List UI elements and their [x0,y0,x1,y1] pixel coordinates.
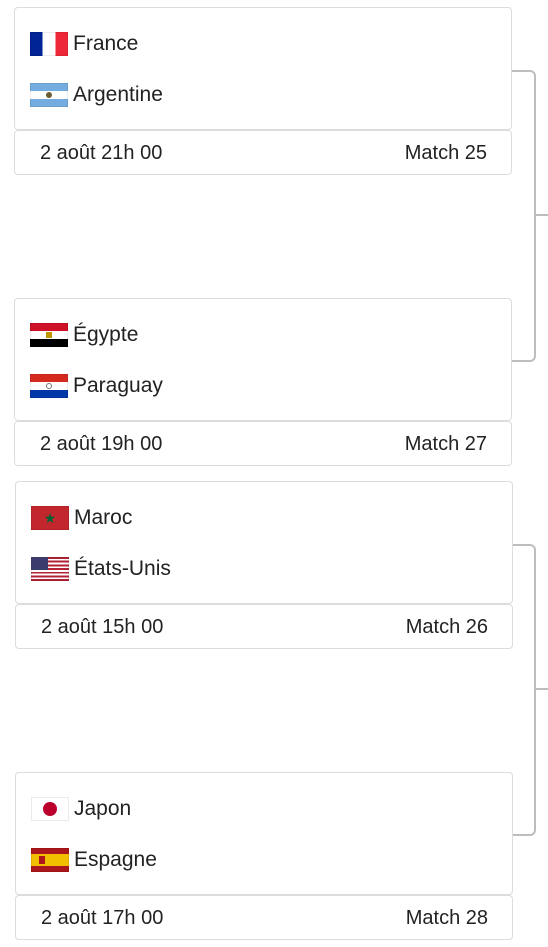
argentina-flag-icon [30,83,68,107]
match-info-bar: 2 août 19h 00 Match 27 [14,421,512,466]
match-number: Match 26 [405,616,488,638]
paraguay-flag-icon [30,374,68,398]
match-info-bar: 2 août 17h 00 Match 28 [15,895,513,940]
team-name: France [73,32,139,55]
match-card-teams[interactable]: Japon Espagne [15,772,513,895]
match-number: Match 25 [404,142,487,164]
team-row[interactable]: Paraguay [30,371,163,401]
match-number: Match 27 [404,433,487,455]
egypt-flag-icon [30,323,68,347]
usa-flag-icon [31,557,69,581]
bracket-connector-stem [536,214,548,216]
france-flag-icon [30,32,68,56]
match-card-teams[interactable]: Maroc États-Unis [15,481,513,604]
team-row[interactable]: Espagne [31,845,157,875]
team-name: États-Unis [74,557,171,580]
japan-flag-icon [31,797,69,821]
team-row[interactable]: Argentine [30,80,163,110]
team-name: Argentine [73,83,163,106]
spain-flag-icon [31,848,69,872]
team-row[interactable]: Égypte [30,320,138,350]
team-row[interactable]: Maroc [31,503,132,533]
match-number: Match 28 [405,907,488,929]
team-name: Paraguay [73,374,163,397]
match-info-bar: 2 août 21h 00 Match 25 [14,130,512,175]
team-row[interactable]: France [30,29,138,59]
morocco-flag-icon [31,506,69,530]
match-card-teams[interactable]: Égypte Paraguay [14,298,512,421]
match-date: 2 août 19h 00 [40,433,163,455]
bracket-connector [512,70,536,362]
team-row[interactable]: Japon [31,794,131,824]
team-name: Maroc [74,506,133,529]
bracket-connector [513,544,536,836]
team-row[interactable]: États-Unis [31,554,171,584]
team-name: Espagne [74,848,157,871]
match-date: 2 août 21h 00 [40,142,163,164]
match-card-teams[interactable]: France Argentine [14,7,512,130]
match-date: 2 août 15h 00 [41,616,164,638]
bracket-connector-stem [536,688,548,690]
match-info-bar: 2 août 15h 00 Match 26 [15,604,513,649]
team-name: Égypte [73,323,139,346]
team-name: Japon [74,797,132,820]
match-date: 2 août 17h 00 [41,907,164,929]
